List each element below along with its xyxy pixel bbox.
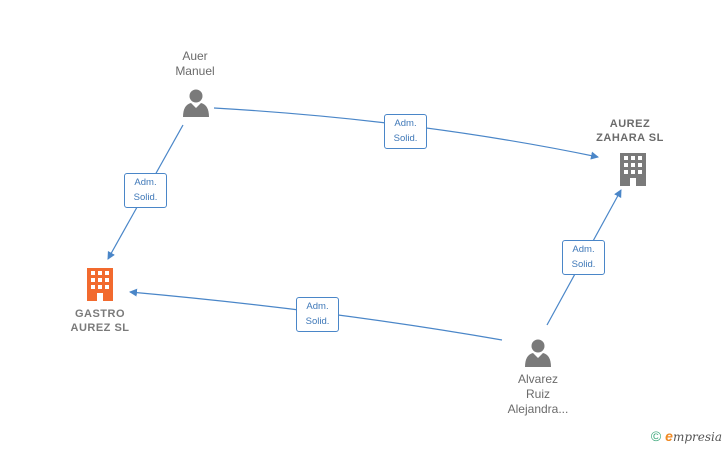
- edge-label-adm-solid: Adm. Solid.: [296, 297, 339, 332]
- person-icon[interactable]: [525, 339, 551, 368]
- node-label-auer-manuel[interactable]: Auer Manuel: [175, 49, 215, 78]
- person-icon[interactable]: [183, 89, 209, 118]
- empresia-logo: ©empresia: [651, 428, 722, 444]
- edge-label-adm-solid: Adm. Solid.: [562, 240, 605, 275]
- node-label-aurez-zahara[interactable]: AUREZ ZAHARA SL: [596, 118, 664, 144]
- node-label-gastro-aurez[interactable]: GASTRO AUREZ SL: [70, 308, 130, 334]
- node-label-alvarez-ruiz[interactable]: Alvarez Ruiz Alejandra...: [507, 372, 569, 416]
- building-icon[interactable]: [620, 153, 646, 186]
- copyright-icon: ©: [650, 428, 662, 444]
- brand-name: mpresia: [672, 430, 722, 444]
- edge-label-adm-solid: Adm. Solid.: [384, 114, 427, 149]
- edge-label-adm-solid: Adm. Solid.: [124, 173, 167, 208]
- brand-e: e: [665, 428, 673, 444]
- building-icon[interactable]: [87, 268, 113, 301]
